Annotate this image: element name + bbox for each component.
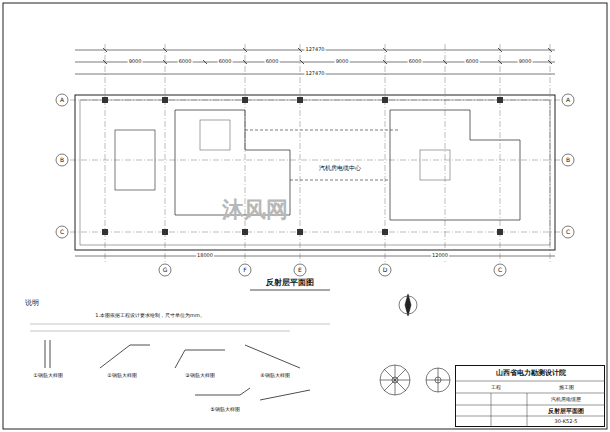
- axis-letter: A: [565, 97, 571, 104]
- axis-letter: F: [242, 267, 247, 274]
- notes-heading: 说明: [24, 300, 40, 308]
- cell-text: 汽机房电缆层: [551, 397, 581, 403]
- detail-label: ⑤钢筋大样图: [209, 407, 240, 413]
- axis-letter: E: [297, 267, 303, 274]
- dimension: 6000: [178, 59, 193, 65]
- axis-letter: C: [565, 229, 571, 236]
- axis-letter: G: [162, 267, 169, 274]
- drawing-caption: 反射层平面图: [265, 279, 315, 288]
- detail-label: ④钢筋大样图: [259, 373, 290, 379]
- dimension: 6000: [218, 59, 233, 65]
- title-block: 山西省电力勘测设计院工程 施工图汽机房电缆层反射层平面图 30-K52-5: [455, 365, 605, 427]
- axis-letter: B: [59, 157, 65, 164]
- room-label: 汽机房电缆中心: [318, 165, 362, 172]
- note-text: 1.本图依据工程设计要求绘制，尺寸单位为mm。: [94, 313, 206, 319]
- dimension: 6000: [465, 59, 480, 65]
- dimension: 9000: [518, 59, 533, 65]
- watermark: 沐风网: [221, 198, 289, 222]
- detail-label: ③钢筋大样图: [184, 373, 215, 379]
- detail-label: ②钢筋大样图: [106, 373, 137, 379]
- axis-letter: A: [59, 97, 65, 104]
- axis-letter: B: [565, 157, 571, 164]
- dimension: 127470: [304, 47, 325, 53]
- dimension: 9000: [335, 59, 350, 65]
- dimension: 9000: [128, 59, 143, 65]
- axis-letter: C: [497, 267, 503, 274]
- drawing-number: 30-K52-5: [555, 419, 578, 425]
- cell-text: 施工图: [559, 385, 574, 391]
- dimension: 127470: [304, 71, 325, 77]
- axis-letter: C: [59, 229, 65, 236]
- institute-name: 山西省电力勘测设计院: [496, 370, 566, 378]
- dimension: 6000: [265, 59, 280, 65]
- drawing-name: 反射层平面图: [548, 408, 584, 415]
- detail-label: ①钢筋大样图: [32, 373, 63, 379]
- dimension: 6000: [408, 59, 423, 65]
- cell-text: 工程: [491, 385, 501, 391]
- dimension: 12000: [431, 253, 449, 259]
- dimension: 18000: [196, 253, 214, 259]
- axis-letter: D: [382, 267, 389, 274]
